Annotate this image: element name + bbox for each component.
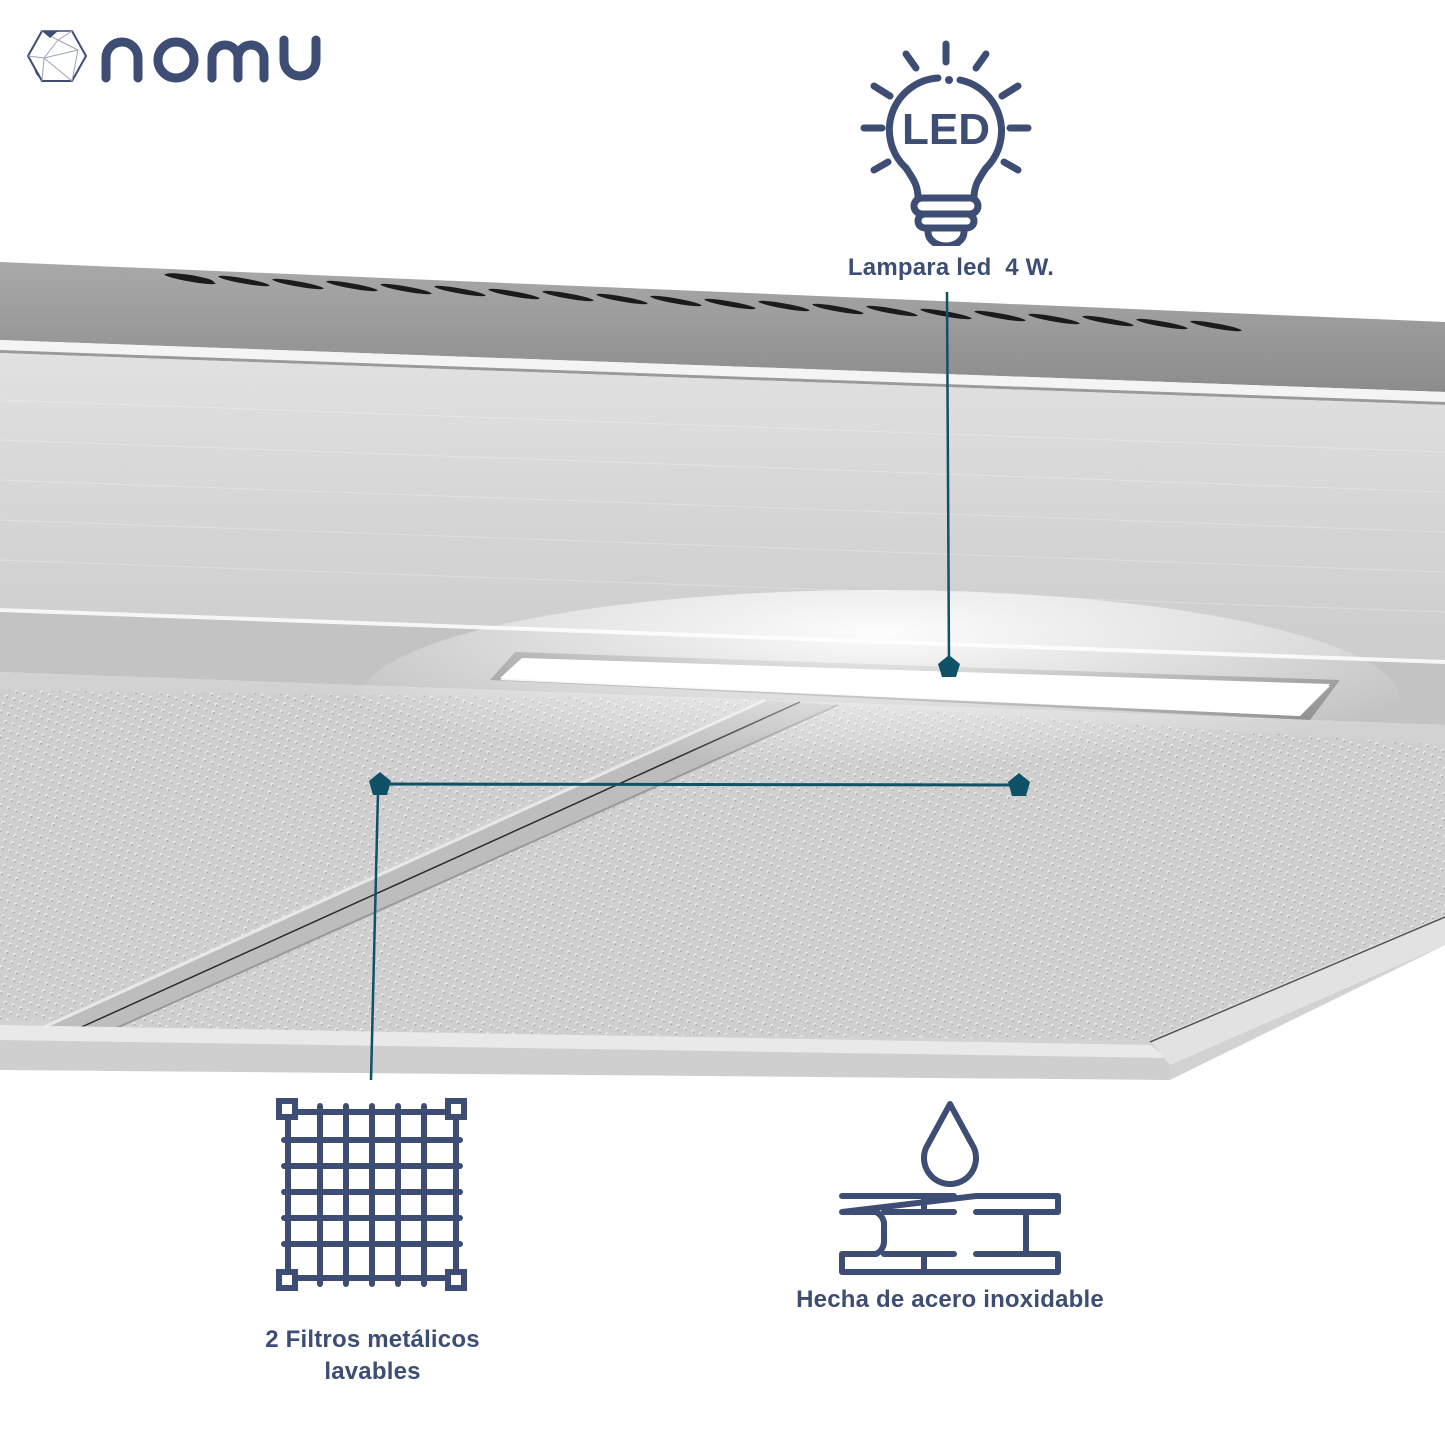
steel-feature-label: Hecha de acero inoxidable [796,1286,1104,1313]
led-bulb-icon: LED [860,40,1032,246]
led-text-in-icon: LED [902,105,990,154]
steel-beam-water-drop-icon [839,1101,1061,1275]
led-callout-marker [938,655,960,677]
filter-callout-line-vertical [369,791,380,1081]
metal-grid-filter-icon [276,1098,467,1291]
feature-filters: 2 Filtros metálicos lavables [240,1098,505,1398]
brand-wordmark [101,35,321,83]
filter-callout-marker-left [369,772,391,795]
icosahedron-logo-icon [26,30,88,82]
filter-callout-line-horizontal [379,782,1019,787]
led-callout-line [945,291,951,665]
brand-logo [26,28,326,88]
filters-feature-label-line2: lavables [324,1358,421,1385]
filters-feature-label-line1: 2 Filtros metálicos [265,1326,480,1353]
led-feature-label: Lampara led 4 W. [847,254,1055,281]
feature-steel: Hecha de acero inoxidable [770,1098,1130,1318]
water-drop-icon [921,1101,979,1187]
filter-callout-marker-right [1008,773,1030,796]
feature-led: LED Lampara led 4 W. [820,36,1080,286]
range-hood-image [0,262,1445,1080]
